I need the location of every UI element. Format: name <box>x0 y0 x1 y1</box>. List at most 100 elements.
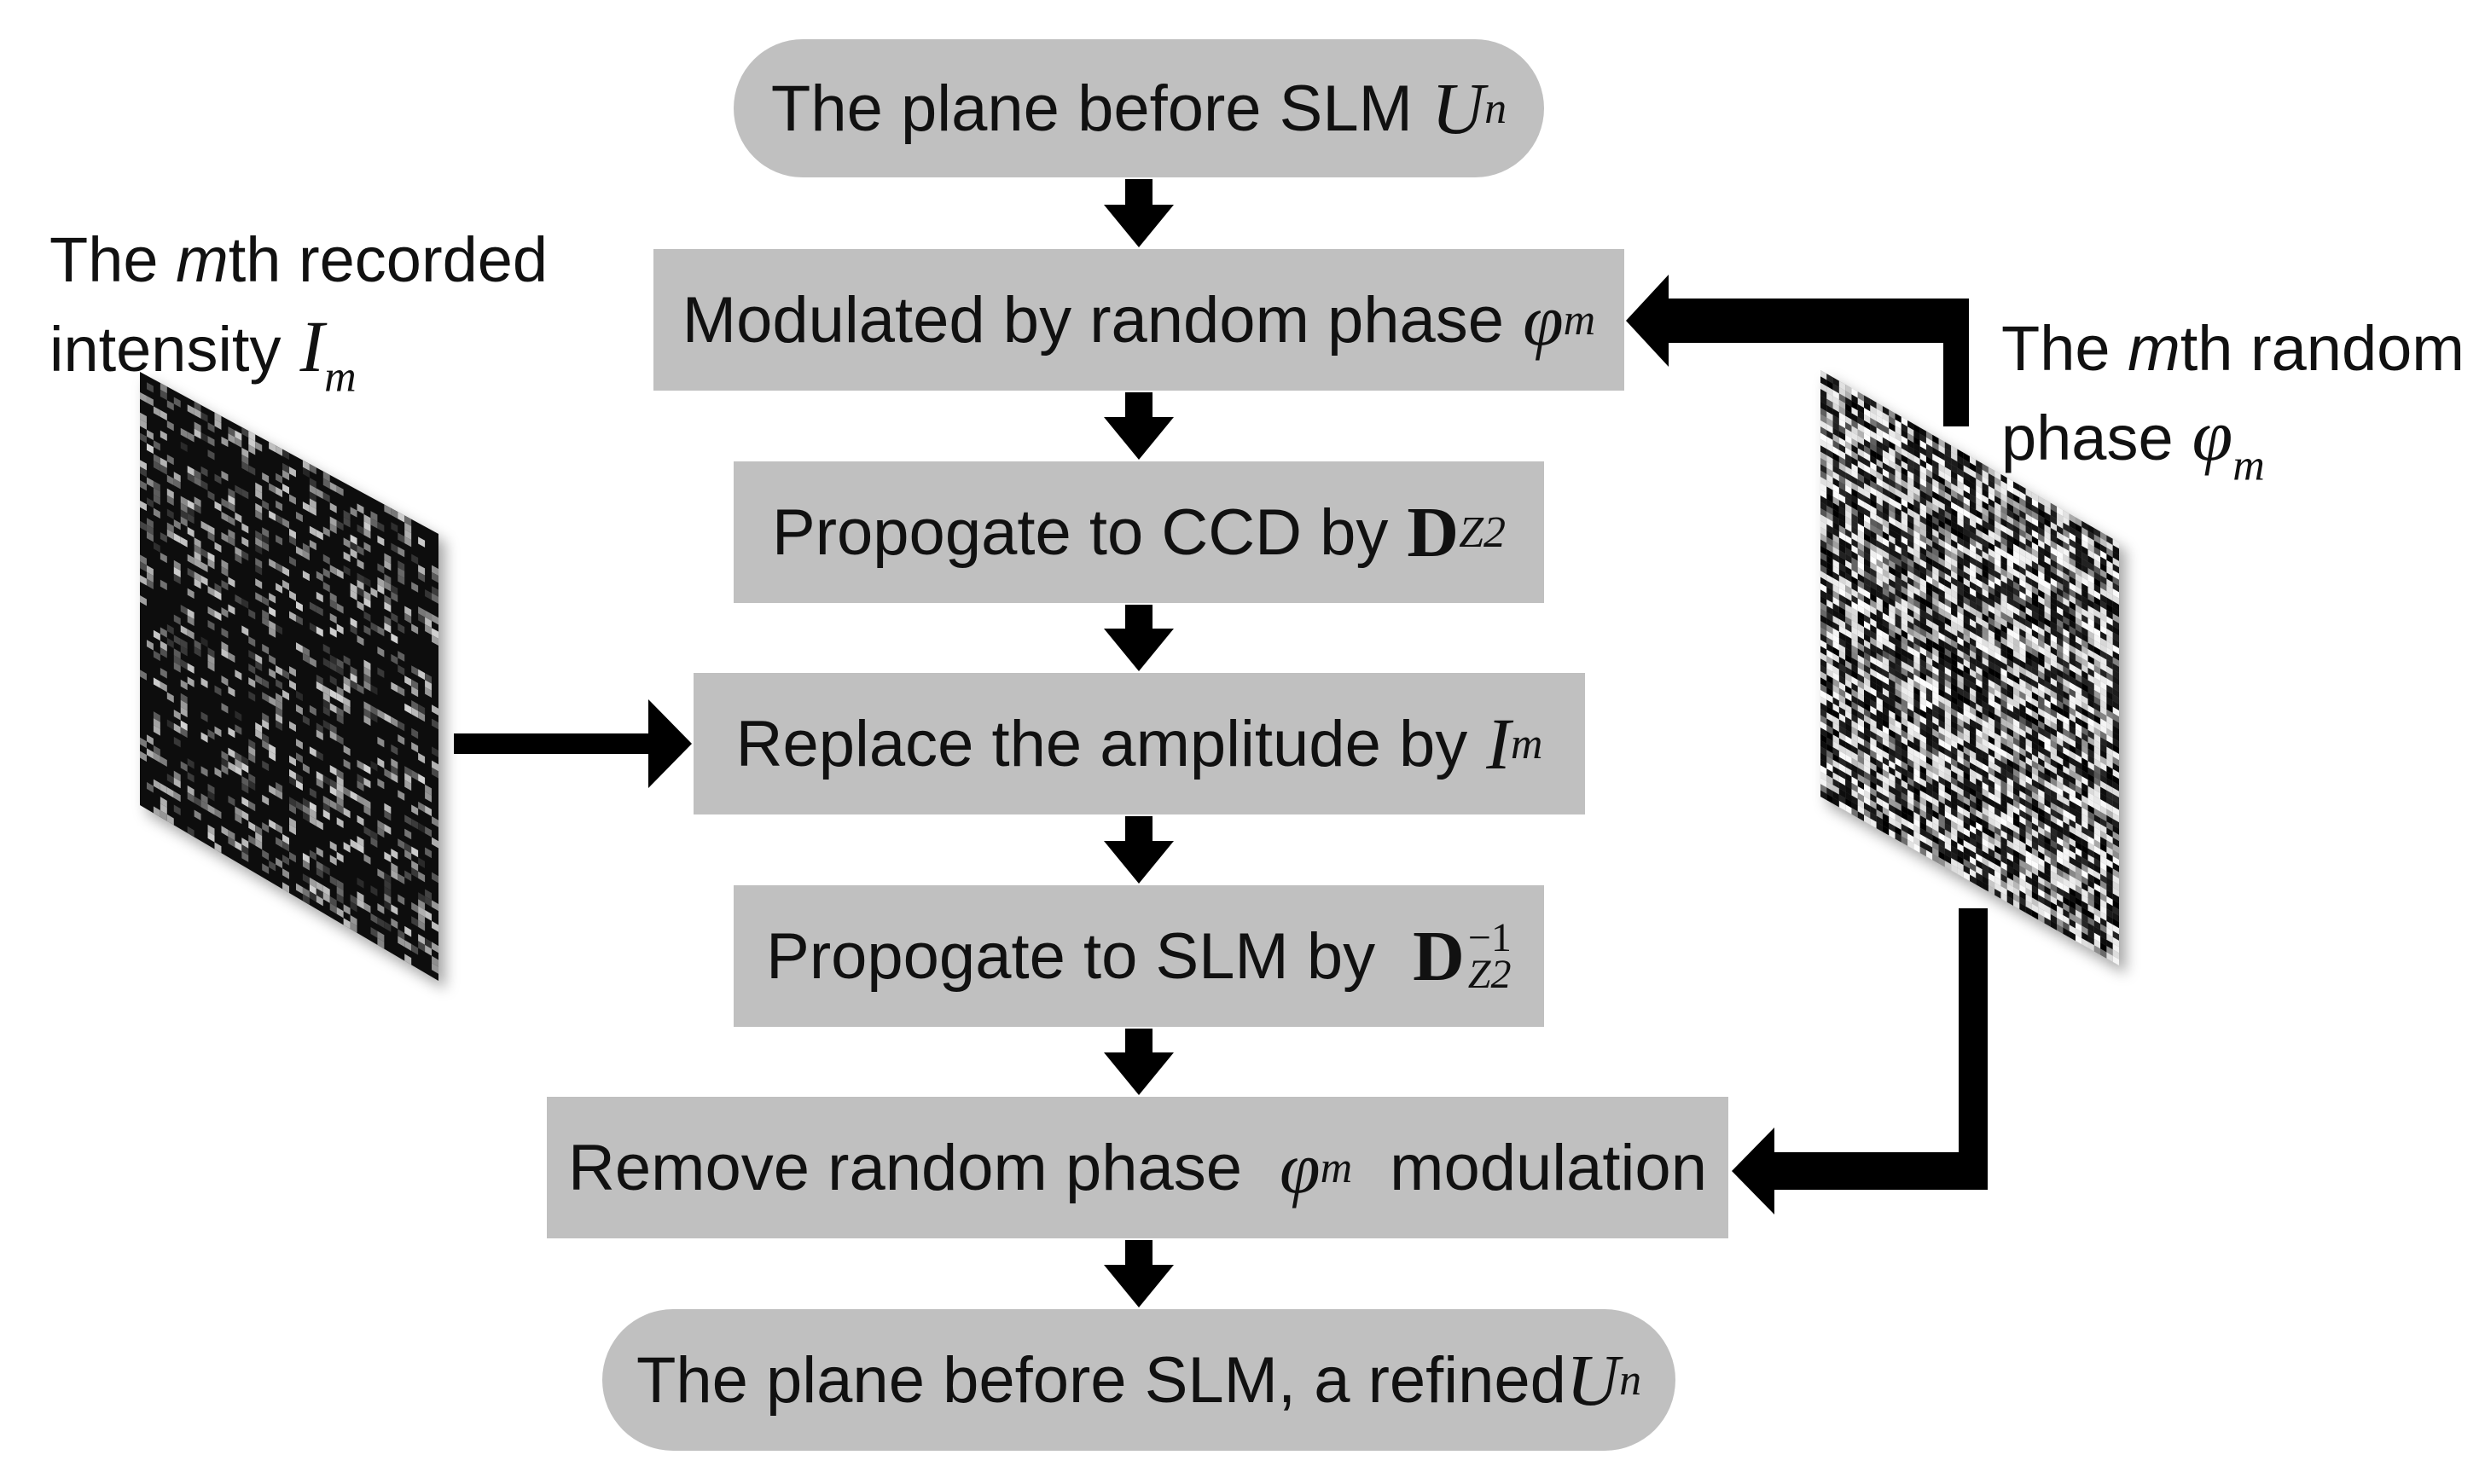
pattern-pixel <box>1857 680 1865 690</box>
pattern-pixel <box>343 842 351 853</box>
pattern-pixel <box>1826 687 1833 698</box>
pattern-pixel <box>2019 678 2026 688</box>
pattern-pixel <box>2013 793 2020 803</box>
pattern-pixel <box>1988 704 1995 715</box>
pattern-pixel <box>2106 784 2113 794</box>
pattern-pixel <box>2087 804 2094 814</box>
pattern-pixel <box>1938 826 1945 836</box>
pattern-pixel <box>1994 870 2001 880</box>
pattern-pixel <box>1913 661 1920 672</box>
pattern-pixel <box>2050 640 2058 650</box>
pattern-pixel <box>2013 525 2020 536</box>
pattern-pixel <box>1851 613 1858 624</box>
pattern-pixel <box>2057 843 2064 853</box>
pattern-pixel <box>1838 425 1846 435</box>
pattern-pixel <box>1919 459 1926 469</box>
pattern-pixel <box>2006 877 2014 887</box>
pattern-pixel <box>2093 920 2101 930</box>
pattern-pixel <box>1851 726 1858 737</box>
pattern-pixel <box>309 505 316 516</box>
pattern-pixel <box>214 767 222 779</box>
pattern-pixel <box>1932 822 1939 832</box>
pattern-pixel <box>1889 541 1896 551</box>
pattern-pixel <box>1963 627 1970 638</box>
pattern-pixel <box>2057 730 2064 741</box>
pattern-pixel <box>1907 764 1914 774</box>
pattern-pixel <box>343 904 351 915</box>
pattern-pixel <box>2081 726 2088 737</box>
pattern-pixel <box>1938 857 1945 867</box>
pattern-pixel <box>1913 567 1920 578</box>
pattern-pixel <box>1994 520 2001 530</box>
pattern-pixel <box>1907 470 1914 481</box>
pattern-pixel <box>391 522 398 533</box>
pattern-pixel <box>1970 637 1977 647</box>
pattern-pixel <box>255 441 263 452</box>
pattern-pixel <box>2031 654 2039 664</box>
pattern-pixel <box>1864 814 1871 825</box>
pattern-pixel <box>2025 738 2032 748</box>
pattern-pixel <box>2013 543 2020 554</box>
pattern-pixel <box>1957 536 1964 547</box>
pattern-pixel <box>1864 758 1871 768</box>
pattern-pixel <box>140 432 147 443</box>
pattern-pixel <box>2031 604 2039 615</box>
pattern-pixel <box>1913 492 1920 503</box>
pattern-pixel <box>194 578 201 589</box>
pattern-pixel <box>187 554 195 565</box>
pattern-pixel <box>2063 896 2070 907</box>
pattern-pixel <box>2031 498 2039 508</box>
pattern-pixel <box>1826 756 1833 767</box>
pattern-pixel <box>2019 772 2026 782</box>
pattern-pixel <box>241 755 249 767</box>
pattern-pixel <box>363 854 371 865</box>
pattern-pixel <box>1988 554 1995 565</box>
pattern-pixel <box>276 535 283 546</box>
pattern-pixel <box>2000 505 2007 516</box>
pattern-pixel <box>1851 432 1858 443</box>
pattern-pixel <box>2025 775 2032 785</box>
pattern-pixel <box>2044 593 2051 603</box>
pattern-pixel <box>1870 586 1877 597</box>
pattern-pixel <box>1826 467 1833 478</box>
pattern-pixel <box>1963 771 1970 781</box>
pattern-pixel <box>1988 810 1995 820</box>
pattern-pixel <box>1864 539 1871 549</box>
pattern-pixel <box>1832 583 1839 594</box>
pattern-pixel <box>2069 675 2076 686</box>
pattern-pixel <box>1994 733 2001 743</box>
pattern-pixel <box>241 550 249 561</box>
pattern-pixel <box>411 582 419 593</box>
pattern-pixel <box>269 558 276 570</box>
pattern-pixel <box>309 491 316 502</box>
pattern-pixel <box>2112 930 2119 941</box>
pattern-pixel <box>1826 705 1833 716</box>
pattern-pixel <box>2093 745 2101 756</box>
pattern-pixel <box>418 704 426 716</box>
pattern-pixel <box>241 536 249 548</box>
pattern-pixel <box>2025 651 2032 661</box>
pattern-pixel <box>2006 621 2014 632</box>
pattern-pixel <box>1951 645 1958 656</box>
pattern-pixel <box>1907 783 1914 793</box>
pattern-pixel <box>1857 542 1865 553</box>
pattern-pixel <box>1944 748 1952 758</box>
pattern-pixel <box>1889 772 1896 783</box>
pattern-pixel <box>160 803 167 814</box>
pattern-pixel <box>350 914 357 926</box>
pattern-pixel <box>2069 638 2076 648</box>
pattern-pixel <box>1963 615 1970 625</box>
pattern-pixel <box>2069 781 2076 791</box>
pattern-pixel <box>221 764 229 775</box>
pattern-pixel <box>2019 765 2026 776</box>
pattern-pixel <box>2087 642 2094 653</box>
pattern-pixel <box>2087 842 2094 852</box>
pattern-pixel <box>1895 769 1901 780</box>
pattern-pixel <box>2013 705 2020 716</box>
pattern-pixel <box>1857 454 1865 465</box>
pattern-pixel <box>1963 852 1970 863</box>
pattern-pixel <box>2100 650 2107 660</box>
pattern-pixel <box>316 605 323 617</box>
pattern-pixel <box>269 785 276 796</box>
pattern-pixel <box>248 780 256 791</box>
